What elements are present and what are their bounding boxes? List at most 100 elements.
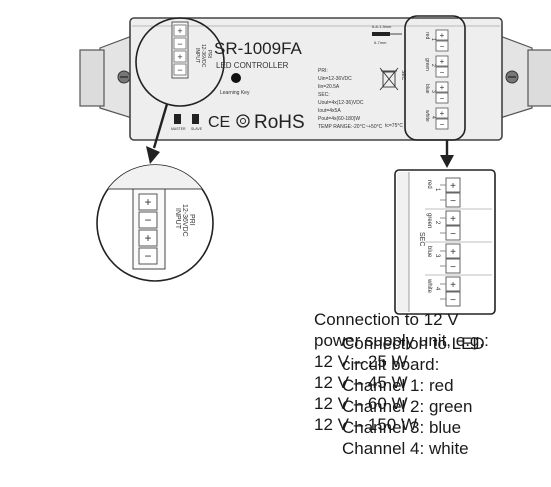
terminal-plus-sign: + bbox=[450, 247, 456, 258]
caption-line: Channel 2: green bbox=[342, 397, 473, 416]
terminal-plus-sign: + bbox=[440, 57, 445, 66]
caption-line: 12 V – 25 W bbox=[314, 352, 408, 371]
spec-line: Iout=4x5A bbox=[318, 108, 341, 114]
output-highlight-box bbox=[404, 15, 466, 141]
zoom-pri-label: PRI bbox=[188, 214, 195, 226]
rohs-mark: RoHS bbox=[254, 112, 305, 133]
input-zoom-view: + − + − INPUT 12-36VDC PRI bbox=[96, 164, 214, 282]
svg-text:+: + bbox=[177, 52, 182, 62]
caption-line: Channel 3: blue bbox=[342, 418, 462, 437]
spec-text-block: PRI: Uin=12-36VDC Iin=20.5A SEC: Uout=4x… bbox=[318, 68, 383, 130]
terminal-plus-sign: + bbox=[440, 31, 445, 40]
device-channel-number: 3 bbox=[430, 90, 436, 93]
zoom-terminal-label: − bbox=[144, 249, 151, 263]
svg-text:−: − bbox=[177, 39, 182, 49]
caption-line: circuit board: bbox=[342, 355, 440, 374]
terminal-minus-sign: − bbox=[450, 262, 456, 273]
certification-icon bbox=[236, 114, 250, 128]
spec-line: SEC: bbox=[318, 92, 330, 98]
zoom-terminal-label: + bbox=[144, 231, 151, 245]
terminal-minus-sign: − bbox=[440, 42, 445, 51]
tc-label: tc=75°C bbox=[385, 123, 403, 129]
slave-label: SLAVE bbox=[191, 127, 203, 131]
zoom-channel-color-label: green bbox=[426, 213, 432, 228]
weee-bin-icon bbox=[379, 67, 399, 91]
power-supply-caption: Connection to 12 V power supply unit, e.… bbox=[314, 309, 489, 435]
strip-label-2: 6-7mm bbox=[374, 40, 387, 45]
terminal-plus-sign: + bbox=[450, 181, 456, 192]
caption-line: Channel 4: white bbox=[342, 439, 469, 458]
input-terminal-block: + − + − INPUT 12-36VDC PRI bbox=[171, 21, 212, 79]
device-subtitle: LED CONTROLLER bbox=[216, 61, 289, 70]
device-channel-color-label: green bbox=[424, 58, 430, 71]
zoom-channel-number: 1 bbox=[434, 188, 440, 192]
zoom-channel-color-label: red bbox=[426, 180, 432, 189]
device-sec-label: SEC bbox=[400, 70, 406, 81]
zoom-terminal-label: − bbox=[144, 213, 151, 227]
led-board-caption: Connection to LED circuit board: Channel… bbox=[342, 333, 485, 459]
spec-line: Iin=20.5A bbox=[318, 84, 340, 90]
device-channel-color-label: blue bbox=[424, 84, 430, 94]
left-mounting-flange bbox=[79, 35, 133, 119]
spec-line: Uin=12-36VDC bbox=[318, 76, 352, 82]
device-input-pri: PRI bbox=[206, 50, 212, 58]
device-channel-number: 2 bbox=[430, 64, 436, 67]
device-input-volt: 12-36VDC bbox=[200, 44, 206, 68]
zoom-channel-number: 2 bbox=[434, 221, 440, 225]
terminal-minus-sign: − bbox=[450, 196, 456, 207]
terminal-minus-sign: − bbox=[450, 295, 456, 306]
spec-line: TEMP RANGE:-20°C~+50°C bbox=[318, 124, 383, 130]
terminal-plus-sign: + bbox=[450, 280, 456, 291]
caption-line: 12 V – 60 W bbox=[314, 394, 408, 413]
device-channel-color-label: red bbox=[424, 32, 430, 39]
caption-line: Connection to 12 V bbox=[314, 310, 459, 329]
svg-text:−: − bbox=[177, 65, 182, 75]
strip-label: 6-8-1.5mm bbox=[372, 24, 392, 29]
zoom-volt-label: 12-36VDC bbox=[181, 204, 188, 237]
caption-line: Channel 1: red bbox=[342, 376, 454, 395]
zoom-input-label: INPUT bbox=[174, 208, 181, 230]
wire-strip-icon: 6-8-1.5mm 6-7mm bbox=[372, 24, 402, 45]
ce-mark: CE bbox=[208, 114, 230, 131]
device-input-label: INPUT bbox=[194, 48, 200, 63]
input-highlight-circle bbox=[135, 17, 225, 107]
learning-key-label: Learning Key bbox=[220, 90, 250, 96]
terminal-plus-sign: + bbox=[440, 109, 445, 118]
terminal-plus-sign: + bbox=[440, 83, 445, 92]
terminal-minus-sign: − bbox=[450, 229, 456, 240]
zoom-channel-number: 4 bbox=[434, 287, 440, 291]
learning-key-button[interactable] bbox=[231, 73, 241, 83]
terminal-minus-sign: − bbox=[440, 120, 445, 129]
zoom-channel-color-label: blue bbox=[426, 246, 432, 258]
caption-line: power supply unit, e.g.: bbox=[314, 331, 489, 350]
terminal-minus-sign: − bbox=[440, 94, 445, 103]
device-channel-number: 4 bbox=[430, 116, 436, 119]
zoom-channel-color-label: white bbox=[426, 278, 432, 294]
master-slave-icons: MASTER SLAVE bbox=[171, 114, 203, 131]
master-label: MASTER bbox=[171, 127, 186, 131]
spec-line: Pout=4x(60-180)W bbox=[318, 116, 360, 122]
spec-line: PRI: bbox=[318, 68, 328, 74]
caption-line: 12 V – 45 W bbox=[314, 373, 408, 392]
spec-line: Uout=4x(12-36)VDC bbox=[318, 100, 364, 106]
zoom-sec-label: SEC bbox=[418, 232, 425, 246]
terminal-plus-sign: + bbox=[450, 214, 456, 225]
svg-text:+: + bbox=[177, 26, 182, 36]
zoom-terminal-label: + bbox=[144, 195, 151, 209]
terminal-minus-sign: − bbox=[440, 68, 445, 77]
zoom-channel-number: 3 bbox=[434, 254, 440, 258]
arrow-to-input-zoom bbox=[146, 103, 169, 164]
caption-line: Connection to LED bbox=[342, 334, 485, 353]
right-mounting-flange bbox=[499, 35, 551, 119]
